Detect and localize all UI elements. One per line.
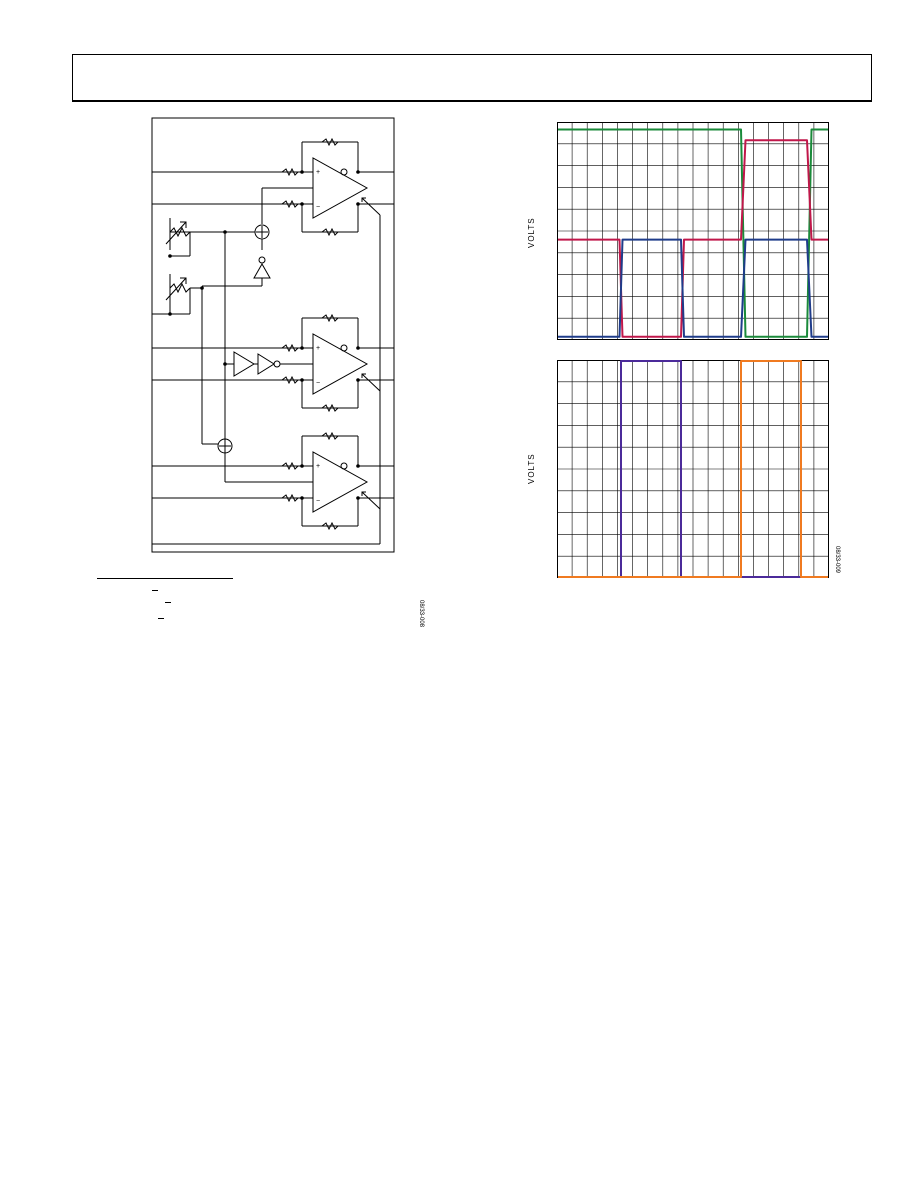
amplifier-2 — [152, 313, 394, 413]
svg-text:+: + — [316, 345, 320, 352]
scope2-traces — [558, 360, 828, 578]
trace-1 — [558, 128, 828, 338]
buffer — [233, 351, 255, 377]
variable-resistor-2 — [152, 274, 202, 315]
amp1-triangle — [312, 157, 369, 219]
svg-text:−: − — [316, 204, 320, 211]
variable-resistor-1 — [165, 218, 191, 257]
scope2-grid — [557, 360, 829, 578]
figure-note-rule — [97, 578, 233, 579]
inverter-2 — [257, 353, 275, 375]
svg-text:−: − — [316, 498, 320, 505]
note-overbar — [165, 602, 171, 603]
resistor — [321, 227, 339, 237]
svg-text:+: + — [316, 463, 320, 470]
page-header-box — [72, 54, 872, 102]
inverter-1 — [253, 262, 271, 279]
amplifier-3 — [152, 431, 394, 531]
scope-plot-2 — [557, 360, 829, 578]
resistor — [281, 167, 299, 177]
trace-2 — [558, 360, 828, 578]
figure-id-left: 08/33-008 — [418, 600, 424, 628]
note-overbar — [158, 618, 164, 619]
resistor — [281, 199, 299, 209]
figure-id-right: 08/33-009 — [834, 546, 840, 574]
scope1-traces — [558, 128, 828, 338]
scope-plot-1 — [557, 122, 829, 340]
scope1-grid — [557, 122, 829, 340]
trace-3 — [558, 238, 828, 338]
scope2-ylabel: VOLTS — [527, 453, 536, 484]
note-overbar — [152, 590, 158, 591]
amplifier-1 — [152, 137, 394, 237]
svg-text:+: + — [316, 169, 320, 176]
svg-text:−: − — [316, 380, 320, 387]
circuit-schematic: + − + − + − — [151, 117, 395, 553]
schematic-border — [151, 117, 395, 553]
resistor — [321, 137, 339, 147]
scope1-ylabel: VOLTS — [527, 217, 536, 248]
